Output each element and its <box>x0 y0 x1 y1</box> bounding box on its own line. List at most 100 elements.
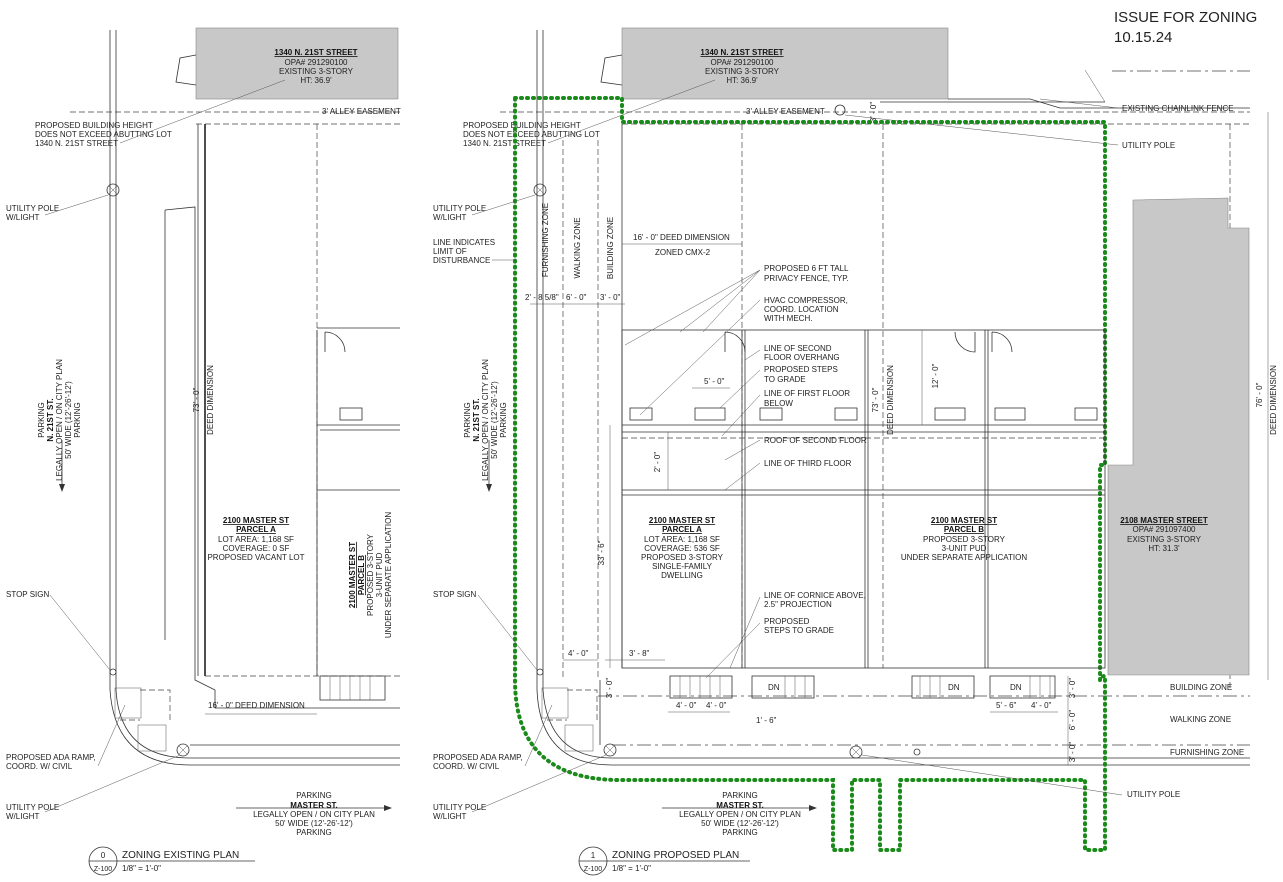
svg-text:FURNISHING ZONE: FURNISHING ZONE <box>1170 748 1244 757</box>
svg-text:1/8" = 1'-0": 1/8" = 1'-0" <box>612 864 651 873</box>
svg-text:PARKING: PARKING <box>463 402 472 437</box>
svg-text:OPA# 291290100: OPA# 291290100 <box>284 58 348 67</box>
svg-text:W/LIGHT: W/LIGHT <box>6 213 39 222</box>
svg-text:73' - 0": 73' - 0" <box>192 387 201 412</box>
svg-text:12' - 0": 12' - 0" <box>931 363 940 388</box>
svg-text:PARKING: PARKING <box>722 828 757 837</box>
svg-text:Z-100: Z-100 <box>94 866 112 873</box>
svg-text:PROPOSED BUILDING HEIGHT: PROPOSED BUILDING HEIGHT <box>463 121 581 130</box>
svg-text:1' - 6": 1' - 6" <box>756 716 777 725</box>
svg-text:3' - 0": 3' - 0" <box>869 102 878 123</box>
svg-text:3-UNIT PUD: 3-UNIT PUD <box>375 552 384 597</box>
svg-text:4' - 0": 4' - 0" <box>706 701 727 710</box>
svg-text:1340 N. 21ST STREET: 1340 N. 21ST STREET <box>700 48 783 57</box>
svg-text:UTILITY POLE: UTILITY POLE <box>1122 141 1175 150</box>
svg-text:50' WIDE (12'-26'-12'): 50' WIDE (12'-26'-12') <box>701 819 779 828</box>
svg-text:DOES NOT EXCEED ABUTTING LOT: DOES NOT EXCEED ABUTTING LOT <box>35 130 172 139</box>
svg-text:16' - 0" DEED DIMENSION: 16' - 0" DEED DIMENSION <box>208 701 305 710</box>
svg-text:DN: DN <box>1010 683 1022 692</box>
svg-text:2.5" PROJECTION: 2.5" PROJECTION <box>764 600 832 609</box>
svg-text:EXISTING 3-STORY: EXISTING 3-STORY <box>279 67 354 76</box>
svg-text:3' ALLEY EASEMENT: 3' ALLEY EASEMENT <box>746 107 825 116</box>
svg-text:EXISTING 3-STORY: EXISTING 3-STORY <box>705 67 780 76</box>
svg-text:PARCEL B: PARCEL B <box>357 555 366 595</box>
svg-text:DOES NOT EXCEED ABUTTING LOT: DOES NOT EXCEED ABUTTING LOT <box>463 130 600 139</box>
svg-text:LEGALLY OPEN / ON CITY PLAN: LEGALLY OPEN / ON CITY PLAN <box>253 810 375 819</box>
zoning-proposed-plan: 1340 N. 21ST STREET OPA# 291290100 EXIST… <box>433 27 1278 876</box>
svg-text:PARKING: PARKING <box>37 402 46 437</box>
svg-text:50' WIDE (12'-26'-12'): 50' WIDE (12'-26'-12') <box>275 819 353 828</box>
svg-text:3' - 0": 3' - 0" <box>605 678 614 699</box>
svg-text:33' - 6": 33' - 6" <box>597 540 606 565</box>
svg-text:DISTURBANCE: DISTURBANCE <box>433 256 490 265</box>
svg-text:50' WIDE (12'-26'-12'): 50' WIDE (12'-26'-12') <box>64 381 73 459</box>
svg-text:2108 MASTER STREET: 2108 MASTER STREET <box>1120 516 1208 525</box>
existing-plan-title: ZONING EXISTING PLAN <box>122 850 239 861</box>
adjacent-building <box>1107 197 1250 676</box>
svg-text:PROPOSED VACANT LOT: PROPOSED VACANT LOT <box>207 553 304 562</box>
limit-of-disturbance <box>513 96 1107 852</box>
svg-text:OPA# 291097400: OPA# 291097400 <box>1132 525 1196 534</box>
svg-text:W/LIGHT: W/LIGHT <box>433 812 466 821</box>
svg-text:BUILDING ZONE: BUILDING ZONE <box>1170 683 1232 692</box>
svg-text:PARKING: PARKING <box>296 828 331 837</box>
svg-text:1340 N. 21ST STREET: 1340 N. 21ST STREET <box>463 139 546 148</box>
svg-text:PARCEL A: PARCEL A <box>662 525 702 534</box>
svg-text:3' - 0": 3' - 0" <box>1068 678 1077 699</box>
issue-date: 10.15.24 <box>1114 29 1172 46</box>
svg-text:DWELLING: DWELLING <box>661 571 703 580</box>
svg-text:LIMIT OF: LIMIT OF <box>433 247 467 256</box>
svg-text:N. 21ST ST.: N. 21ST ST. <box>472 398 481 441</box>
neighbor-building-right <box>621 27 949 100</box>
svg-text:BUILDING ZONE: BUILDING ZONE <box>606 217 615 279</box>
svg-text:16' - 0" DEED DIMENSION: 16' - 0" DEED DIMENSION <box>633 233 730 242</box>
svg-text:COORD. W/ CIVIL: COORD. W/ CIVIL <box>6 762 73 771</box>
svg-text:LINE OF THIRD FLOOR: LINE OF THIRD FLOOR <box>764 459 852 468</box>
svg-text:EXISTING 3-STORY: EXISTING 3-STORY <box>1127 535 1202 544</box>
svg-text:PARKING: PARKING <box>499 402 508 437</box>
proposed-plan-title: ZONING PROPOSED PLAN <box>612 850 739 861</box>
svg-text:WITH MECH.: WITH MECH. <box>764 314 812 323</box>
svg-text:MASTER ST.: MASTER ST. <box>716 801 764 810</box>
svg-text:3' - 0": 3' - 0" <box>600 293 621 302</box>
svg-text:1: 1 <box>591 851 596 860</box>
svg-text:PARCEL A: PARCEL A <box>236 525 276 534</box>
svg-text:5' - 0": 5' - 0" <box>704 377 725 386</box>
svg-text:OPA# 291290100: OPA# 291290100 <box>710 58 774 67</box>
svg-text:4' - 0": 4' - 0" <box>676 701 697 710</box>
svg-text:SINGLE-FAMILY: SINGLE-FAMILY <box>652 562 713 571</box>
svg-text:PROPOSED STEPS: PROPOSED STEPS <box>764 365 838 374</box>
svg-text:5' - 6": 5' - 6" <box>996 701 1017 710</box>
svg-text:UTILITY POLE: UTILITY POLE <box>1127 790 1180 799</box>
svg-text:HVAC COMPRESSOR,: HVAC COMPRESSOR, <box>764 296 848 305</box>
svg-text:DN: DN <box>948 683 960 692</box>
svg-text:2100 MASTER ST: 2100 MASTER ST <box>649 516 715 525</box>
svg-text:FURNISHING ZONE: FURNISHING ZONE <box>541 203 550 277</box>
neighbor-building <box>195 27 399 100</box>
svg-text:STEPS TO GRADE: STEPS TO GRADE <box>764 626 834 635</box>
svg-text:PRIVACY FENCE, TYP.: PRIVACY FENCE, TYP. <box>764 274 849 283</box>
svg-text:PROPOSED 3-STORY: PROPOSED 3-STORY <box>641 553 724 562</box>
svg-text:LOT AREA: 1,168 SF: LOT AREA: 1,168 SF <box>218 535 294 544</box>
svg-text:3' - 8": 3' - 8" <box>629 649 650 658</box>
svg-text:HT: 36.9': HT: 36.9' <box>300 76 332 85</box>
svg-text:UTILITY POLE: UTILITY POLE <box>6 204 59 213</box>
svg-text:6' - 0": 6' - 0" <box>566 293 587 302</box>
svg-text:COVERAGE: 536 SF: COVERAGE: 536 SF <box>644 544 720 553</box>
svg-text:LINE INDICATES: LINE INDICATES <box>433 238 495 247</box>
svg-text:LEGALLY OPEN / ON CITY PLAN: LEGALLY OPEN / ON CITY PLAN <box>55 359 64 481</box>
svg-text:UNDER SEPARATE APPLICATION: UNDER SEPARATE APPLICATION <box>901 553 1027 562</box>
svg-text:HT: 31.3': HT: 31.3' <box>1148 544 1180 553</box>
svg-text:ZONED CMX-2: ZONED CMX-2 <box>655 248 711 257</box>
svg-text:UTILITY POLE: UTILITY POLE <box>6 803 59 812</box>
neighbor-title: 1340 N. 21ST STREET <box>274 48 357 57</box>
svg-text:2' - 0": 2' - 0" <box>653 452 662 473</box>
svg-text:WALKING ZONE: WALKING ZONE <box>573 217 582 278</box>
svg-text:3-UNIT PUD: 3-UNIT PUD <box>942 544 987 553</box>
svg-text:2100 MASTER ST: 2100 MASTER ST <box>931 516 997 525</box>
svg-text:LINE OF FIRST FLOOR: LINE OF FIRST FLOOR <box>764 389 850 398</box>
svg-text:PROPOSED ADA RAMP,: PROPOSED ADA RAMP, <box>433 753 523 762</box>
svg-text:FLOOR OVERHANG: FLOOR OVERHANG <box>764 353 840 362</box>
issue-label: ISSUE FOR ZONING <box>1114 9 1257 26</box>
